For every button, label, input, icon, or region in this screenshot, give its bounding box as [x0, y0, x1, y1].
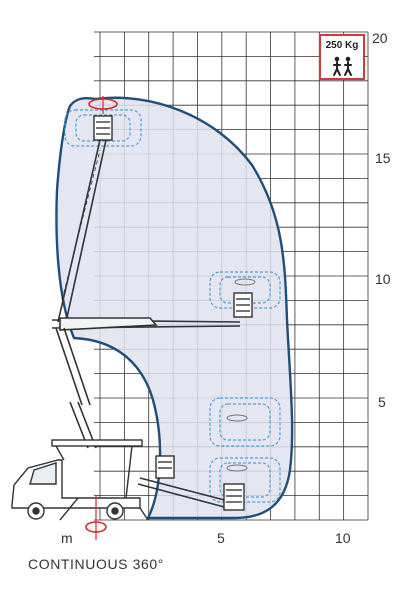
truck-drawing — [11, 439, 149, 521]
y-tick-20: 20 — [372, 30, 388, 46]
rotation-indicators — [85, 96, 256, 540]
y-tick-15: 15 — [375, 150, 391, 166]
rotation-caption: CONTINUOUS 360° — [28, 556, 164, 572]
capacity-label: 250 Kg — [326, 40, 359, 51]
x-tick-10: 10 — [335, 530, 351, 546]
y-axis-ticks: 20 15 10 5 — [372, 30, 391, 410]
x-axis-ticks: m 5 10 — [61, 530, 351, 546]
x-tick-m: m — [61, 530, 73, 546]
working-envelope — [55, 96, 294, 520]
x-tick-5: 5 — [217, 530, 225, 546]
baskets — [93, 115, 253, 511]
y-tick-5: 5 — [378, 394, 386, 410]
capacity-badge: 250 Kg — [319, 34, 365, 80]
y-tick-10: 10 — [375, 271, 391, 287]
aerial-platform-drawing — [51, 139, 241, 509]
